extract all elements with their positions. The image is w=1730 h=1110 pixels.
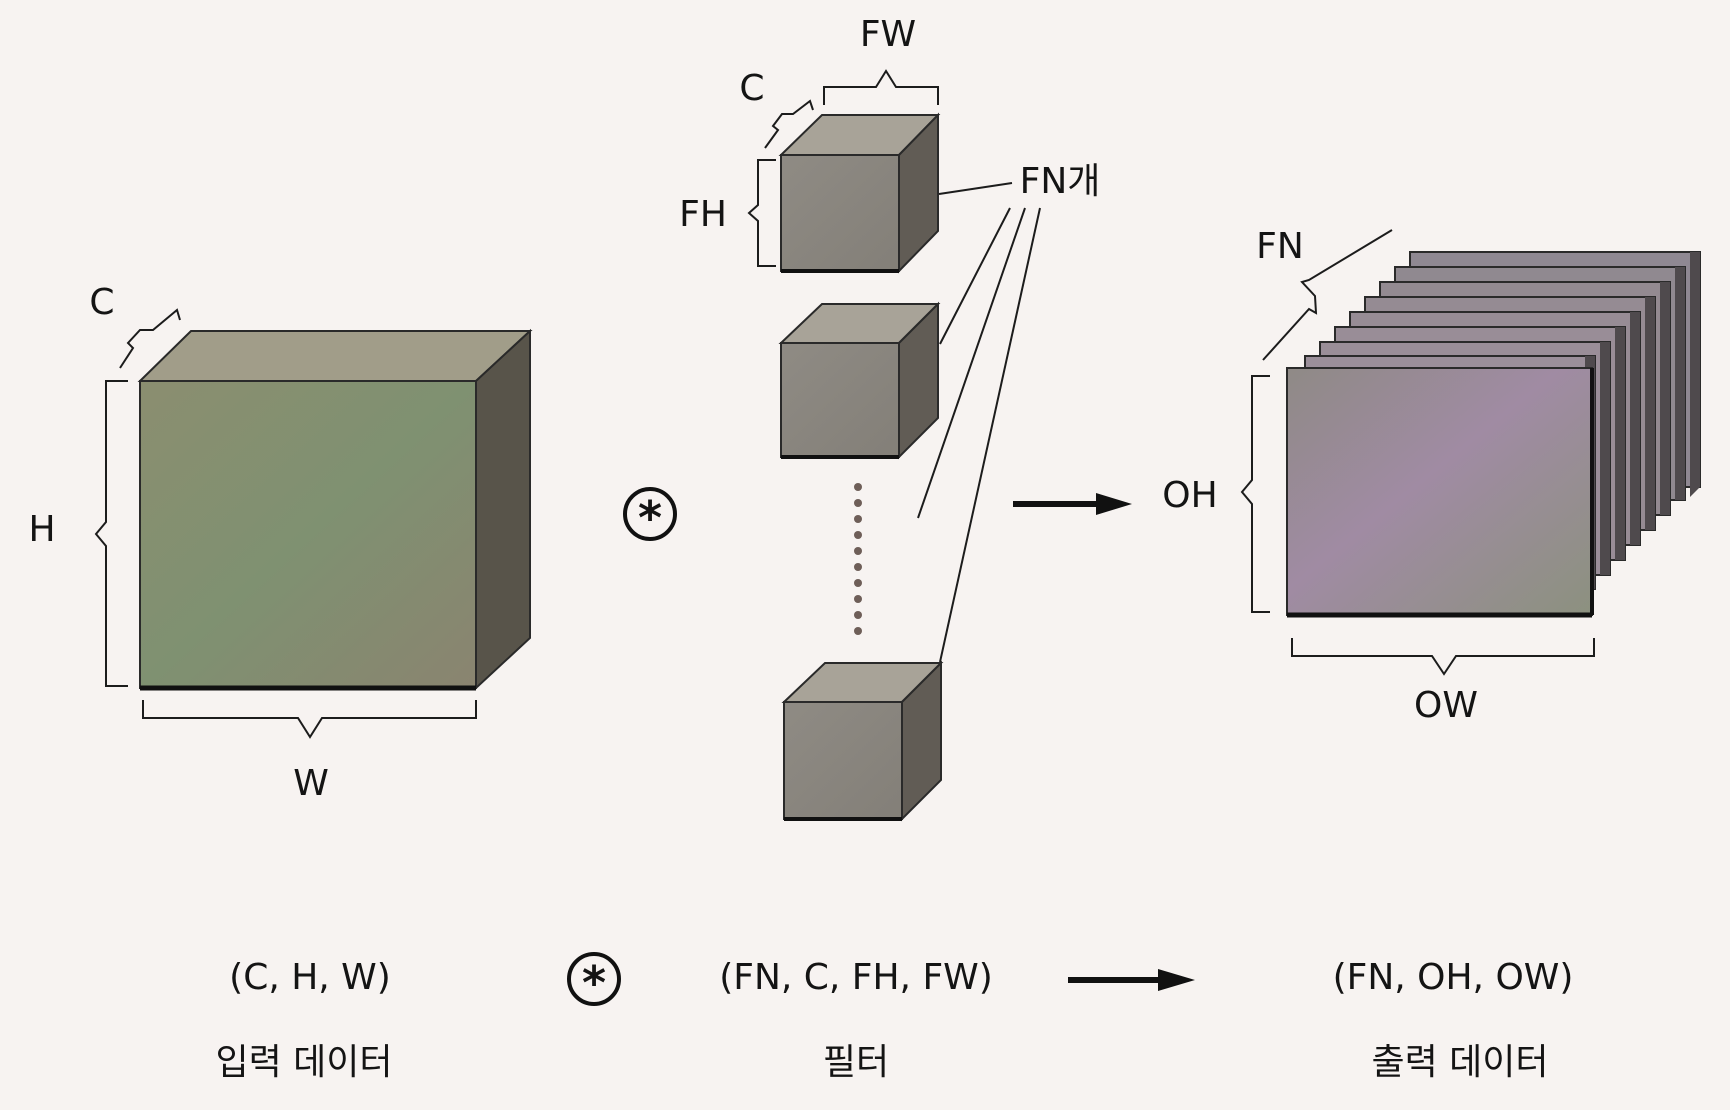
input-caption: 입력 데이터 [215, 1042, 392, 1083]
filter-caption: 필터 [823, 1042, 889, 1083]
filter-cube-2 [778, 301, 941, 460]
output-width-brace [1291, 638, 1595, 676]
output-map-front [1286, 367, 1594, 618]
input-channel-brace [119, 308, 181, 369]
filter-shape-label: (FN, C, FH, FW) [719, 957, 993, 998]
input-block-side-face [475, 328, 531, 691]
input-height-brace [94, 380, 128, 687]
filter-channel-brace [764, 99, 814, 149]
output-caption: 출력 데이터 [1371, 1042, 1548, 1083]
arrow-right-icon [1013, 493, 1132, 515]
input-width-label: W [293, 763, 329, 804]
filter-cube-3 [781, 660, 944, 822]
output-width-label: OW [1414, 685, 1478, 726]
output-feature-map-stack [1286, 251, 1701, 618]
output-height-brace [1240, 375, 1270, 613]
input-block-front-face [139, 380, 477, 689]
bottom-convolution-operator-symbol: * [582, 956, 606, 1010]
input-width-brace [142, 700, 477, 739]
filter-height-label: FH [679, 194, 727, 235]
input-shape-label: (C, H, W) [229, 957, 391, 998]
convolution-operator-icon: * [623, 487, 677, 545]
output-channels-label: FN [1256, 226, 1304, 267]
convolution-operator-symbol: * [638, 491, 662, 545]
filter-ellipsis-dots [854, 483, 862, 635]
output-height-label: OH [1162, 475, 1217, 516]
input-block [137, 328, 533, 691]
filter-channel-label: C [739, 68, 764, 109]
filter-height-brace [747, 159, 776, 267]
input-channel-label: C [89, 282, 114, 323]
bottom-arrow-right-icon [1068, 969, 1195, 991]
filter-cube-1 [778, 112, 941, 274]
filter-width-label: FW [860, 14, 916, 55]
output-channels-brace [1262, 229, 1393, 361]
bottom-convolution-operator-icon: * [567, 952, 621, 1010]
input-block-top-face [137, 330, 533, 382]
filter-count-callout-lines [917, 182, 1041, 663]
filter-count-label: FN개 [1020, 161, 1101, 202]
filter-width-brace [823, 69, 939, 105]
output-shape-label: (FN, OH, OW) [1333, 957, 1574, 998]
input-height-label: H [28, 509, 55, 550]
